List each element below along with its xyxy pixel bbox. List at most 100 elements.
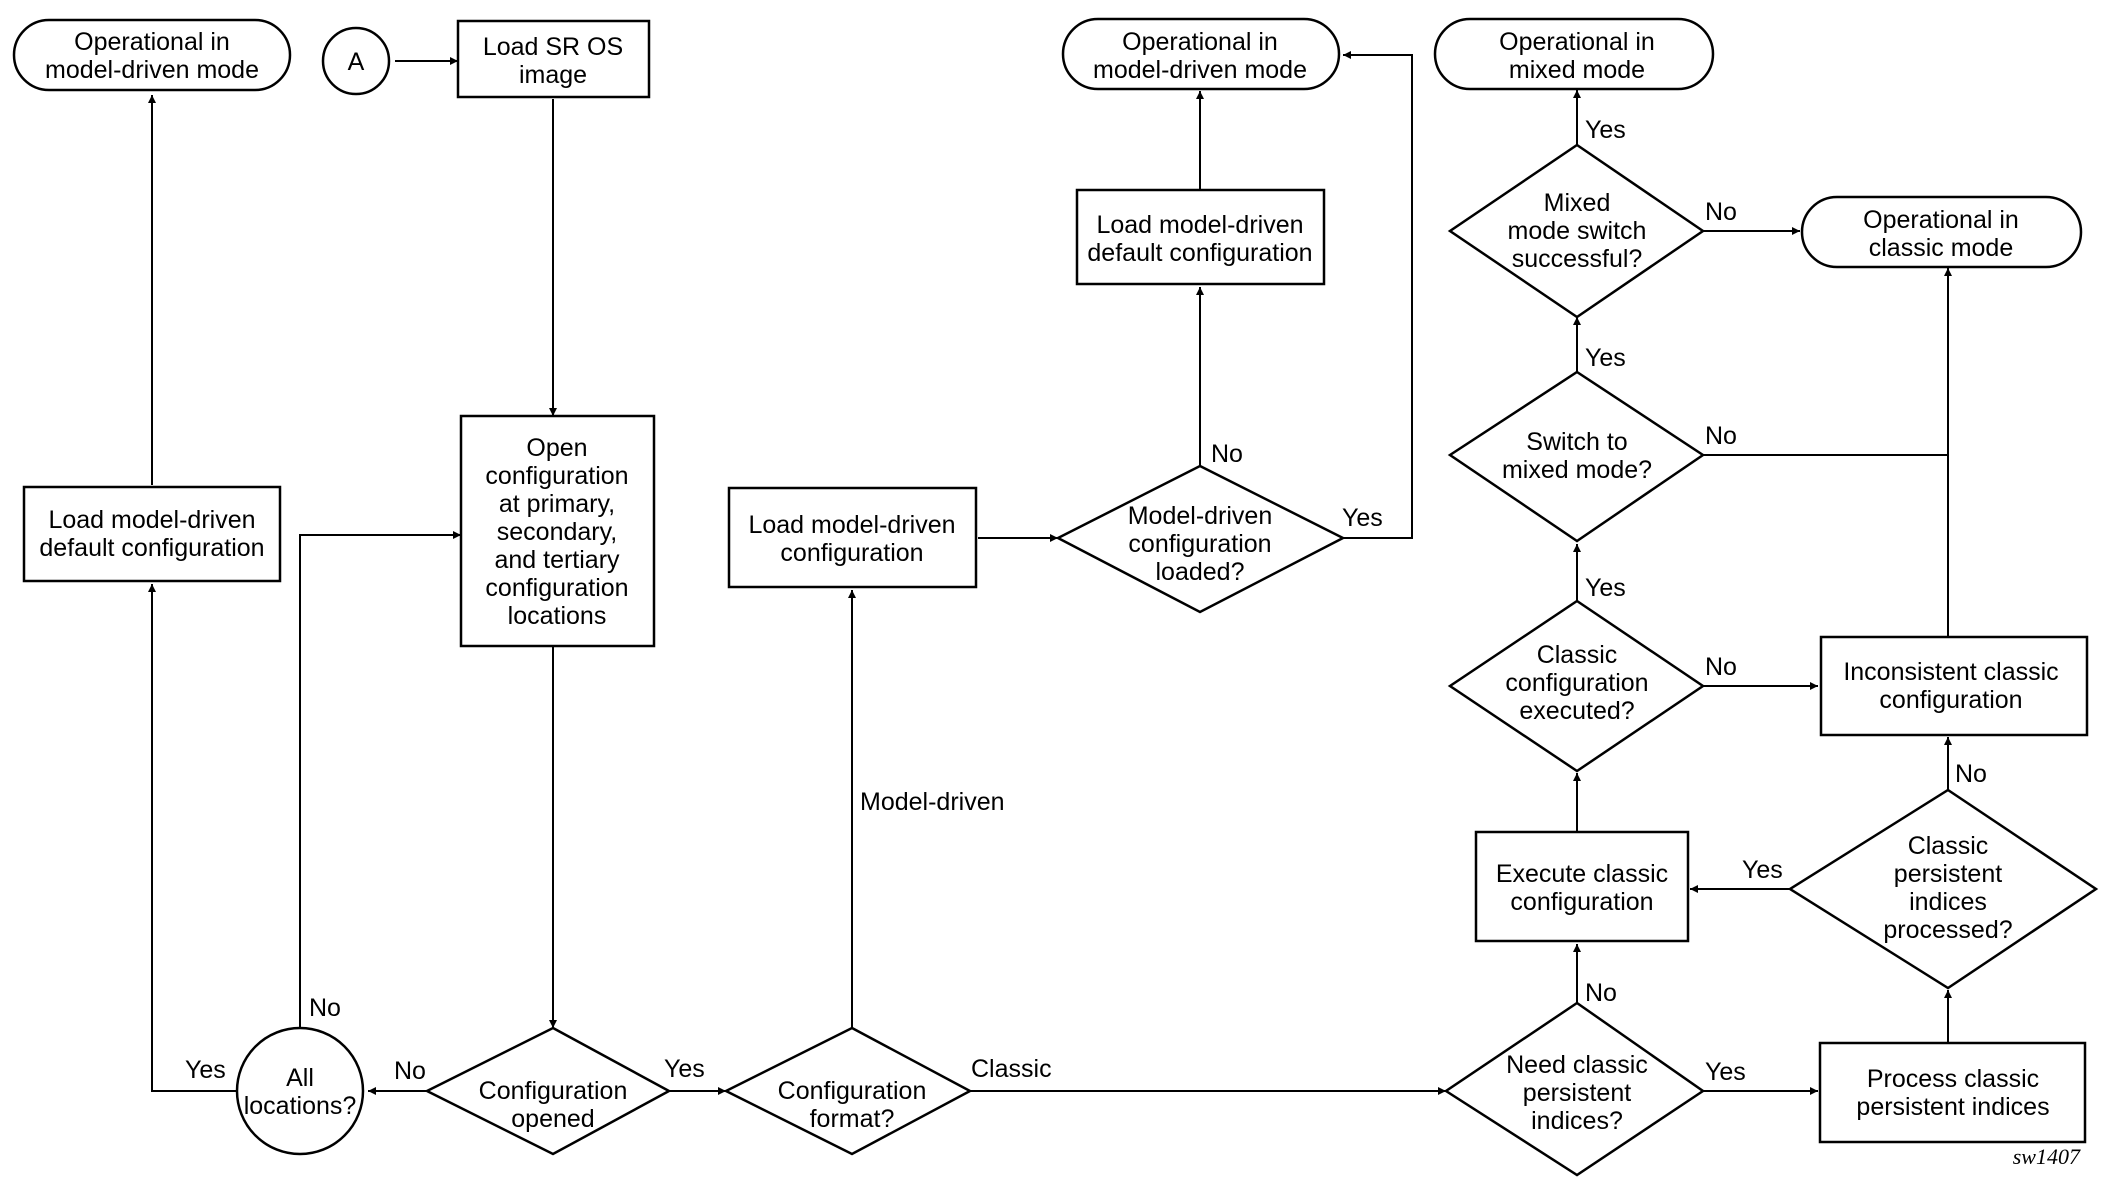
node-text-line: Operational in bbox=[74, 28, 230, 56]
node-text-line: processed? bbox=[1883, 916, 2012, 944]
node-text-line: and tertiary bbox=[494, 546, 620, 574]
node-text-line: configuration bbox=[1510, 888, 1653, 916]
node-text-line: opened bbox=[511, 1105, 594, 1133]
node-text-line: mixed mode bbox=[1509, 56, 1645, 84]
label-md-loaded-yes: Yes bbox=[1342, 504, 1383, 532]
node-text-line: Load model-driven bbox=[48, 506, 255, 534]
node-text-line: Inconsistent classic bbox=[1843, 658, 2058, 686]
node-text-line: Classic bbox=[1908, 832, 1989, 860]
connector-a: A bbox=[321, 26, 391, 96]
node-text-line: successful? bbox=[1512, 245, 1643, 273]
node-text-line: image bbox=[519, 61, 587, 89]
label-mixed-ok-no: No bbox=[1705, 198, 1737, 226]
node-text-line: configuration bbox=[1128, 530, 1271, 558]
node-text-line: indices? bbox=[1531, 1107, 1623, 1135]
node-text-line: configuration bbox=[1505, 669, 1648, 697]
label-md-loaded-no: No bbox=[1211, 440, 1243, 468]
node-text-line: default configuration bbox=[39, 534, 264, 562]
node-text-line: executed? bbox=[1519, 697, 1634, 725]
node-text-line: model-driven mode bbox=[45, 56, 259, 84]
edges bbox=[148, 51, 1952, 1095]
node-text-line: Load SR OS bbox=[483, 33, 623, 61]
node-text-line: mixed mode? bbox=[1502, 456, 1652, 484]
label-persist-processed-yes: Yes bbox=[1742, 856, 1783, 884]
node-text-line: configuration bbox=[485, 462, 628, 490]
node-text-line: locations bbox=[508, 602, 607, 630]
label-all-locations-no: No bbox=[309, 994, 341, 1022]
node-text-line: All bbox=[286, 1064, 314, 1092]
node-text-line: Configuration bbox=[778, 1077, 927, 1105]
node-text-line: A bbox=[348, 48, 365, 76]
node-text-line: at primary, bbox=[499, 490, 615, 518]
node-text-line: Need classic bbox=[1506, 1051, 1648, 1079]
node-text-line: secondary, bbox=[497, 518, 617, 546]
node-text-line: Operational in bbox=[1122, 28, 1278, 56]
edge-all-locations-no bbox=[299, 531, 461, 1028]
node-text-line: Operational in bbox=[1499, 28, 1655, 56]
label-format-classic: Classic bbox=[971, 1055, 1052, 1083]
node-text-line: Open bbox=[526, 434, 587, 462]
edge-labels: No Yes No Yes Model-driven Classic No Ye… bbox=[185, 116, 1987, 1086]
label-switch-mixed-yes: Yes bbox=[1585, 344, 1626, 372]
node-text-line: locations? bbox=[244, 1092, 357, 1120]
label-mixed-ok-yes: Yes bbox=[1585, 116, 1626, 144]
node-text-line: Classic bbox=[1537, 641, 1618, 669]
label-classic-exec-no: No bbox=[1705, 653, 1737, 681]
node-text-line: configuration bbox=[780, 539, 923, 567]
node-text-line: persistent bbox=[1894, 860, 2002, 888]
node-text-line: default configuration bbox=[1087, 239, 1312, 267]
node-text-line: persistent bbox=[1523, 1079, 1631, 1107]
node-text-line: Configuration bbox=[479, 1077, 628, 1105]
node-text-line: indices bbox=[1909, 888, 1987, 916]
node-text-line: model-driven mode bbox=[1093, 56, 1307, 84]
node-text-line: Operational in bbox=[1863, 206, 2019, 234]
node-text-line: Load model-driven bbox=[748, 511, 955, 539]
label-classic-exec-yes: Yes bbox=[1585, 574, 1626, 602]
node-text-line: Process classic bbox=[1867, 1065, 2039, 1093]
label-switch-mixed-no: No bbox=[1705, 422, 1737, 450]
label-need-persist-yes: Yes bbox=[1705, 1058, 1746, 1086]
node-text-line: classic mode bbox=[1869, 234, 2014, 262]
node-text-line: Model-driven bbox=[1128, 502, 1273, 530]
edge-md-loaded-yes bbox=[1343, 51, 1413, 539]
label-config-opened-yes: Yes bbox=[664, 1055, 705, 1083]
label-format-model-driven: Model-driven bbox=[860, 788, 1005, 816]
node-text-line: loaded? bbox=[1156, 558, 1245, 586]
node-text-line: Switch to bbox=[1526, 428, 1627, 456]
figure-id: sw1407 bbox=[2013, 1144, 2081, 1169]
node-text-line: Mixed bbox=[1544, 189, 1611, 217]
label-config-opened-no: No bbox=[394, 1057, 426, 1085]
label-persist-processed-no: No bbox=[1955, 760, 1987, 788]
node-text-line: configuration bbox=[1879, 686, 2022, 714]
label-all-locations-yes: Yes bbox=[185, 1056, 226, 1084]
edge-all-locations-yes bbox=[148, 584, 237, 1092]
node-text-line: mode switch bbox=[1508, 217, 1647, 245]
label-need-persist-no: No bbox=[1585, 979, 1617, 1007]
node-text-line: persistent indices bbox=[1856, 1093, 2049, 1121]
node-text-line: Load model-driven bbox=[1096, 211, 1303, 239]
node-text-line: configuration bbox=[485, 574, 628, 602]
node-text-line: Execute classic bbox=[1496, 860, 1668, 888]
